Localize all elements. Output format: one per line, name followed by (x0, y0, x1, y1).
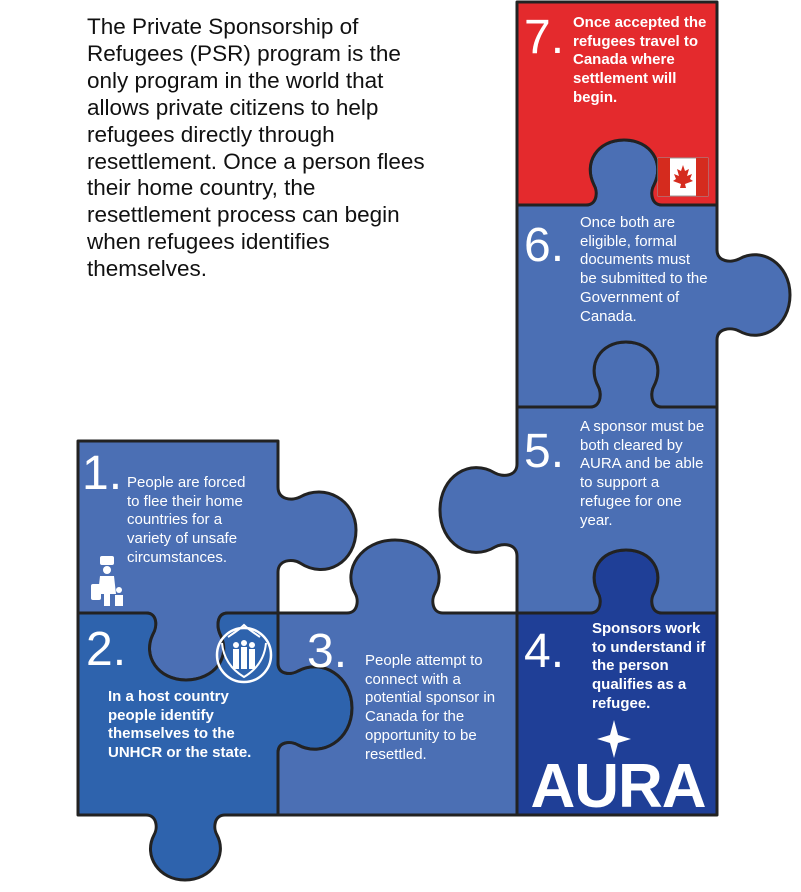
step-6-text: Once both are eligible, formal documents… (580, 214, 708, 325)
step-6-number: 6. (524, 219, 565, 272)
step-5-text: A sponsor must be both cleared by AURA a… (580, 418, 705, 529)
step-5-number: 5. (524, 425, 565, 478)
step-1-text: People are forced to flee their home cou… (127, 474, 246, 566)
step-7-number: 7. (524, 11, 565, 64)
step-2-text: In a host country people identify themse… (108, 688, 252, 762)
unhcr-emblem-icon (215, 623, 273, 684)
step-3-number: 3. (307, 625, 348, 678)
star-icon (597, 720, 631, 758)
aura-logo-text: AURA (530, 752, 706, 821)
step-4-number: 4. (524, 625, 565, 678)
canada-flag-icon (657, 157, 709, 197)
step-3-text: People attempt to connect with a potenti… (365, 652, 496, 763)
puzzle-piece-7 (515, 0, 719, 207)
step-2-number: 2. (86, 623, 127, 676)
refugee-family-icon (91, 556, 123, 606)
step-7-text: Once accepted the refugees travel to Can… (573, 14, 707, 106)
step-4-text: Sponsors work to understand if the perso… (592, 620, 706, 712)
step-1-number: 1. (82, 447, 123, 500)
intro-paragraph: The Private Sponsorship of Refugees (PSR… (87, 14, 425, 282)
